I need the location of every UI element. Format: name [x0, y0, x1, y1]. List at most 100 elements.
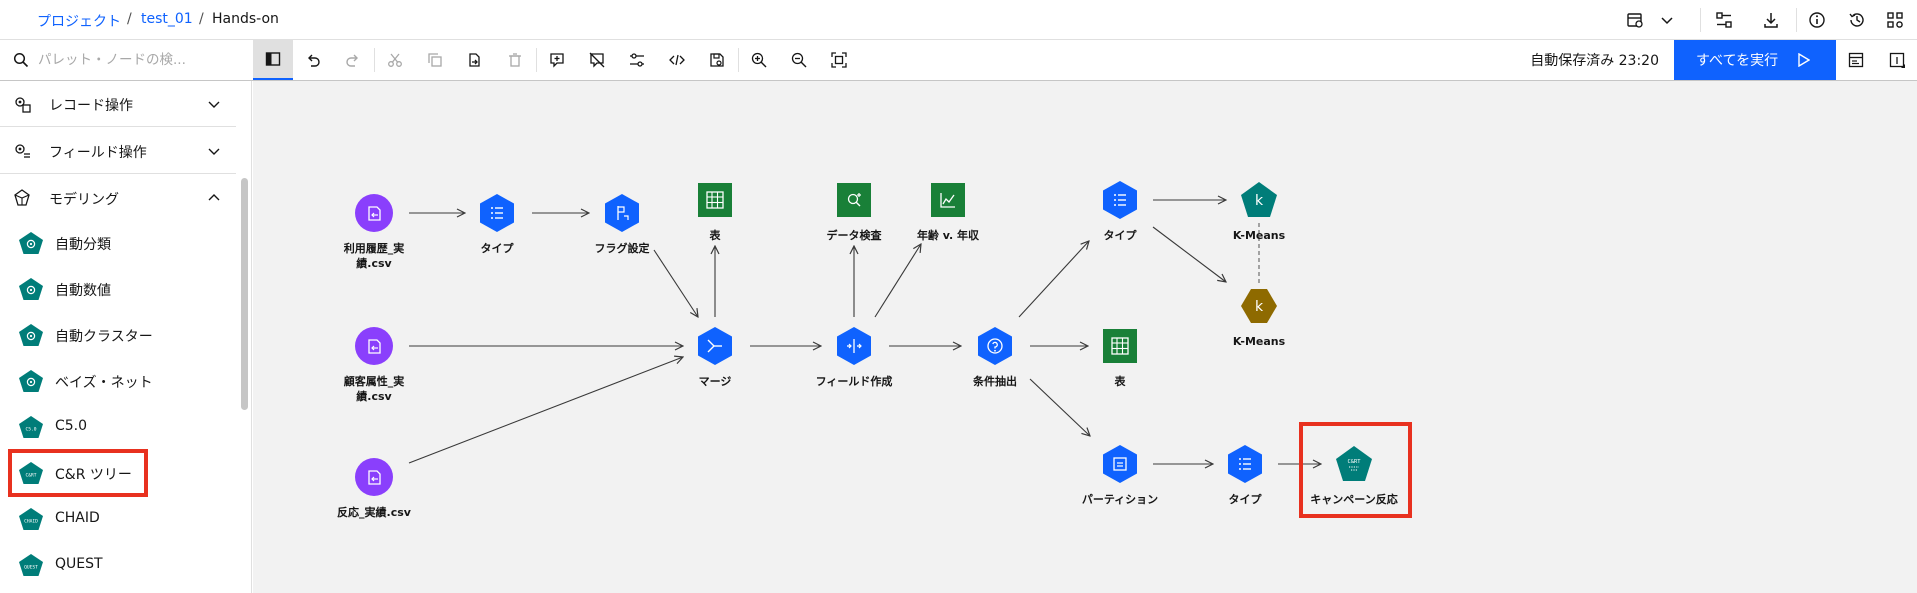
palette-item-auto-classifier[interactable]: 自動分類: [0, 221, 236, 265]
breadcrumb-separator: /: [199, 11, 204, 27]
settings-button[interactable]: [617, 40, 657, 80]
apps-icon[interactable]: [1885, 10, 1905, 30]
compare-icon[interactable]: [1714, 10, 1734, 30]
save-button[interactable]: [697, 40, 737, 80]
flow-link[interactable]: [1018, 241, 1089, 318]
info-icon[interactable]: [1807, 10, 1827, 30]
modeling-icon: [14, 189, 30, 206]
header-divider: [1700, 8, 1701, 32]
record-ops-icon: [15, 97, 31, 113]
code-button[interactable]: [657, 40, 697, 80]
flow-node-table[interactable]: [695, 180, 735, 220]
category-record-ops[interactable]: レコード操作: [0, 81, 236, 127]
breadcrumb-test01[interactable]: test_01: [141, 11, 193, 27]
zoom-in-button[interactable]: [739, 40, 779, 80]
palette-toggle-icon: [265, 52, 281, 66]
flow-node-crtree[interactable]: C&RT: [1334, 444, 1374, 484]
flow-node-setflag[interactable]: [602, 193, 642, 233]
zoom-out-button[interactable]: [779, 40, 819, 80]
cut-button[interactable]: [375, 40, 415, 80]
type-node-icon: [480, 194, 514, 232]
highlight-box: [8, 449, 148, 497]
flow-node-derive[interactable]: [834, 326, 874, 366]
palette-item-auto-cluster[interactable]: 自動クラスター: [0, 313, 236, 357]
flow-link[interactable]: [874, 244, 921, 318]
category-modeling[interactable]: モデリング: [0, 175, 236, 221]
type-node-icon: [1103, 181, 1137, 219]
type-node-icon: [1228, 445, 1262, 483]
flow-settings-icon[interactable]: [1625, 10, 1645, 30]
source-node-icon: [355, 194, 393, 232]
flow-link[interactable]: [1152, 226, 1226, 282]
bayes-net-icon: [19, 370, 43, 392]
panel-toggle-button[interactable]: [1876, 40, 1917, 80]
header-bar: プロジェクト / test_01 / Hands-on: [0, 0, 1917, 40]
flow-node-label: タイプ: [480, 242, 514, 255]
fit-to-screen-button[interactable]: [819, 40, 859, 80]
hide-comments-button[interactable]: [577, 40, 617, 80]
flow-node-label: 表: [1114, 375, 1126, 388]
source-node-icon: [355, 458, 393, 496]
flow-node-source[interactable]: [354, 193, 394, 233]
table-node-icon: [698, 183, 732, 217]
sidebar-scrollbar[interactable]: [241, 178, 248, 410]
add-comment-button[interactable]: [537, 40, 577, 80]
category-field-ops[interactable]: フィールド操作: [0, 128, 236, 174]
palette-item-bayes-net[interactable]: ベイズ・ネット: [0, 359, 236, 403]
crtree-node-icon: C&RT: [1336, 446, 1372, 481]
chevron-down-icon[interactable]: [1657, 10, 1677, 30]
flow-node-merge[interactable]: [695, 326, 735, 366]
history-icon[interactable]: [1847, 10, 1867, 30]
flow-node-label: 年齢 v. 年収: [916, 229, 980, 242]
flow-node-type[interactable]: [1100, 180, 1140, 220]
field-ops-icon: [15, 144, 30, 158]
flow-node-source[interactable]: [354, 457, 394, 497]
flow-link[interactable]: [1029, 378, 1090, 436]
outputs-button[interactable]: [1836, 40, 1876, 80]
flow-node-plot[interactable]: [928, 180, 968, 220]
run-all-button[interactable]: すべてを実行: [1674, 40, 1836, 80]
palette-item-label: CHAID: [55, 510, 100, 526]
flow-link[interactable]: [408, 357, 683, 464]
code-icon: [669, 54, 685, 66]
copy-button[interactable]: [415, 40, 455, 80]
flow-node-label: 表: [709, 229, 721, 242]
flow-node-kmeans-model[interactable]: k: [1239, 286, 1279, 326]
paste-button[interactable]: [455, 40, 495, 80]
flow-node-label: マージ: [698, 375, 732, 388]
flow-node-select[interactable]: [975, 326, 1015, 366]
palette-item-cr-tree[interactable]: C&RT C&R ツリー: [0, 451, 236, 495]
flow-node-type[interactable]: [477, 193, 517, 233]
flow-node-table[interactable]: [1100, 326, 1140, 366]
search-input[interactable]: [38, 49, 238, 71]
palette-search: [0, 40, 252, 80]
flow-node-kmeans[interactable]: k: [1239, 180, 1279, 220]
redo-button[interactable]: [333, 40, 373, 80]
cut-icon: [388, 53, 402, 67]
svg-text:C&RT: C&RT: [25, 473, 36, 479]
flow-node-label: タイプ: [1228, 493, 1262, 506]
flow-node-audit[interactable]: [834, 180, 874, 220]
flow-link[interactable]: [653, 249, 698, 317]
palette-item-label: C5.0: [55, 418, 88, 434]
copy-icon: [428, 53, 442, 67]
save-icon: [710, 53, 724, 67]
redo-icon: [346, 54, 358, 67]
flow-node-type[interactable]: [1225, 444, 1265, 484]
flow-node-label: キャンペーン反応: [1310, 493, 1398, 506]
flow-node-partition[interactable]: [1100, 444, 1140, 484]
palette-item-label: C&R ツリー: [55, 467, 132, 483]
delete-button[interactable]: [495, 40, 535, 80]
palette-item-auto-numeric[interactable]: 自動数値: [0, 267, 236, 311]
breadcrumb-project[interactable]: プロジェクト: [37, 14, 121, 30]
partition-node-icon: [1103, 445, 1137, 483]
palette-toggle-button[interactable]: [253, 40, 293, 80]
flow-node-source[interactable]: [354, 326, 394, 366]
quest-icon: QUEST: [19, 554, 43, 576]
download-icon[interactable]: [1761, 10, 1781, 30]
undo-button[interactable]: [293, 40, 333, 80]
